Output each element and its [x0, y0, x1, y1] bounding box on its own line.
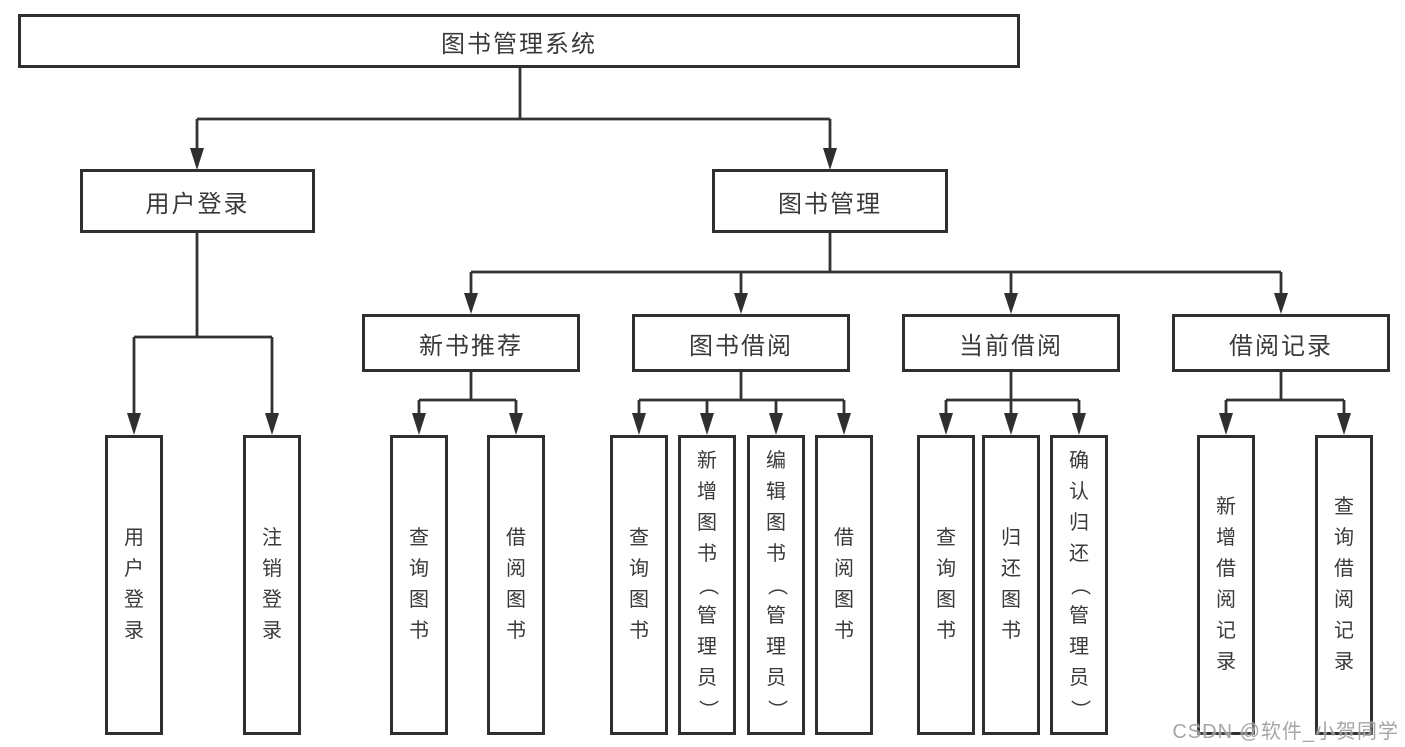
node-label: 图书管理系统 — [441, 30, 597, 58]
node-label: 查询图书 — [629, 527, 649, 642]
node-current-borrow: 当前借阅 — [902, 314, 1120, 372]
leaf-confirm-return-admin: 确认归还（管理员） — [1050, 435, 1108, 735]
node-root: 图书管理系统 — [18, 14, 1020, 68]
leaf-edit-books-admin: 编辑图书（管理员） — [747, 435, 805, 735]
leaf-logout: 注销登录 — [243, 435, 301, 735]
leaf-add-books-admin: 新增图书（管理员） — [678, 435, 736, 735]
leaf-borrow-books: 借阅图书 — [815, 435, 873, 735]
leaf-user-login: 用户登录 — [105, 435, 163, 735]
node-label: 注销登录 — [262, 527, 282, 642]
node-label: 用户登录 — [145, 190, 250, 218]
node-book-management: 图书管理 — [712, 169, 948, 233]
node-label: 新增图书（管理员） — [696, 449, 719, 720]
node-label: 编辑图书（管理员） — [765, 449, 788, 720]
node-label: 查询图书 — [409, 527, 429, 642]
csdn-watermark: CSDN @软件_小贺同学 — [1172, 721, 1399, 743]
node-label: 借阅图书 — [834, 527, 854, 642]
node-label: 借阅图书 — [506, 527, 526, 642]
node-new-book-recommend: 新书推荐 — [362, 314, 580, 372]
leaf-query-books-borrow: 查询图书 — [610, 435, 668, 735]
leaf-query-books-recommend: 查询图书 — [390, 435, 448, 735]
node-user-login: 用户登录 — [80, 169, 315, 233]
leaf-return-books: 归还图书 — [982, 435, 1040, 735]
node-label: 借阅记录 — [1229, 332, 1333, 360]
leaf-add-borrow-record: 新增借阅记录 — [1197, 435, 1255, 735]
node-label: 新书推荐 — [419, 332, 523, 360]
node-borrow-records: 借阅记录 — [1172, 314, 1390, 372]
node-label: 图书借阅 — [689, 332, 793, 360]
node-label: 查询图书 — [936, 527, 956, 642]
node-book-borrow: 图书借阅 — [632, 314, 850, 372]
node-label: 确认归还（管理员） — [1068, 449, 1091, 720]
leaf-borrow-books-recommend: 借阅图书 — [487, 435, 545, 735]
node-label: 归还图书 — [1001, 527, 1021, 642]
node-label: 图书管理 — [778, 190, 882, 218]
node-label: 新增借阅记录 — [1216, 496, 1236, 673]
node-label: 查询借阅记录 — [1334, 496, 1354, 673]
node-label: 当前借阅 — [959, 332, 1063, 360]
node-label: 用户登录 — [124, 527, 144, 642]
leaf-query-borrow-record: 查询借阅记录 — [1315, 435, 1373, 735]
leaf-query-books-current: 查询图书 — [917, 435, 975, 735]
